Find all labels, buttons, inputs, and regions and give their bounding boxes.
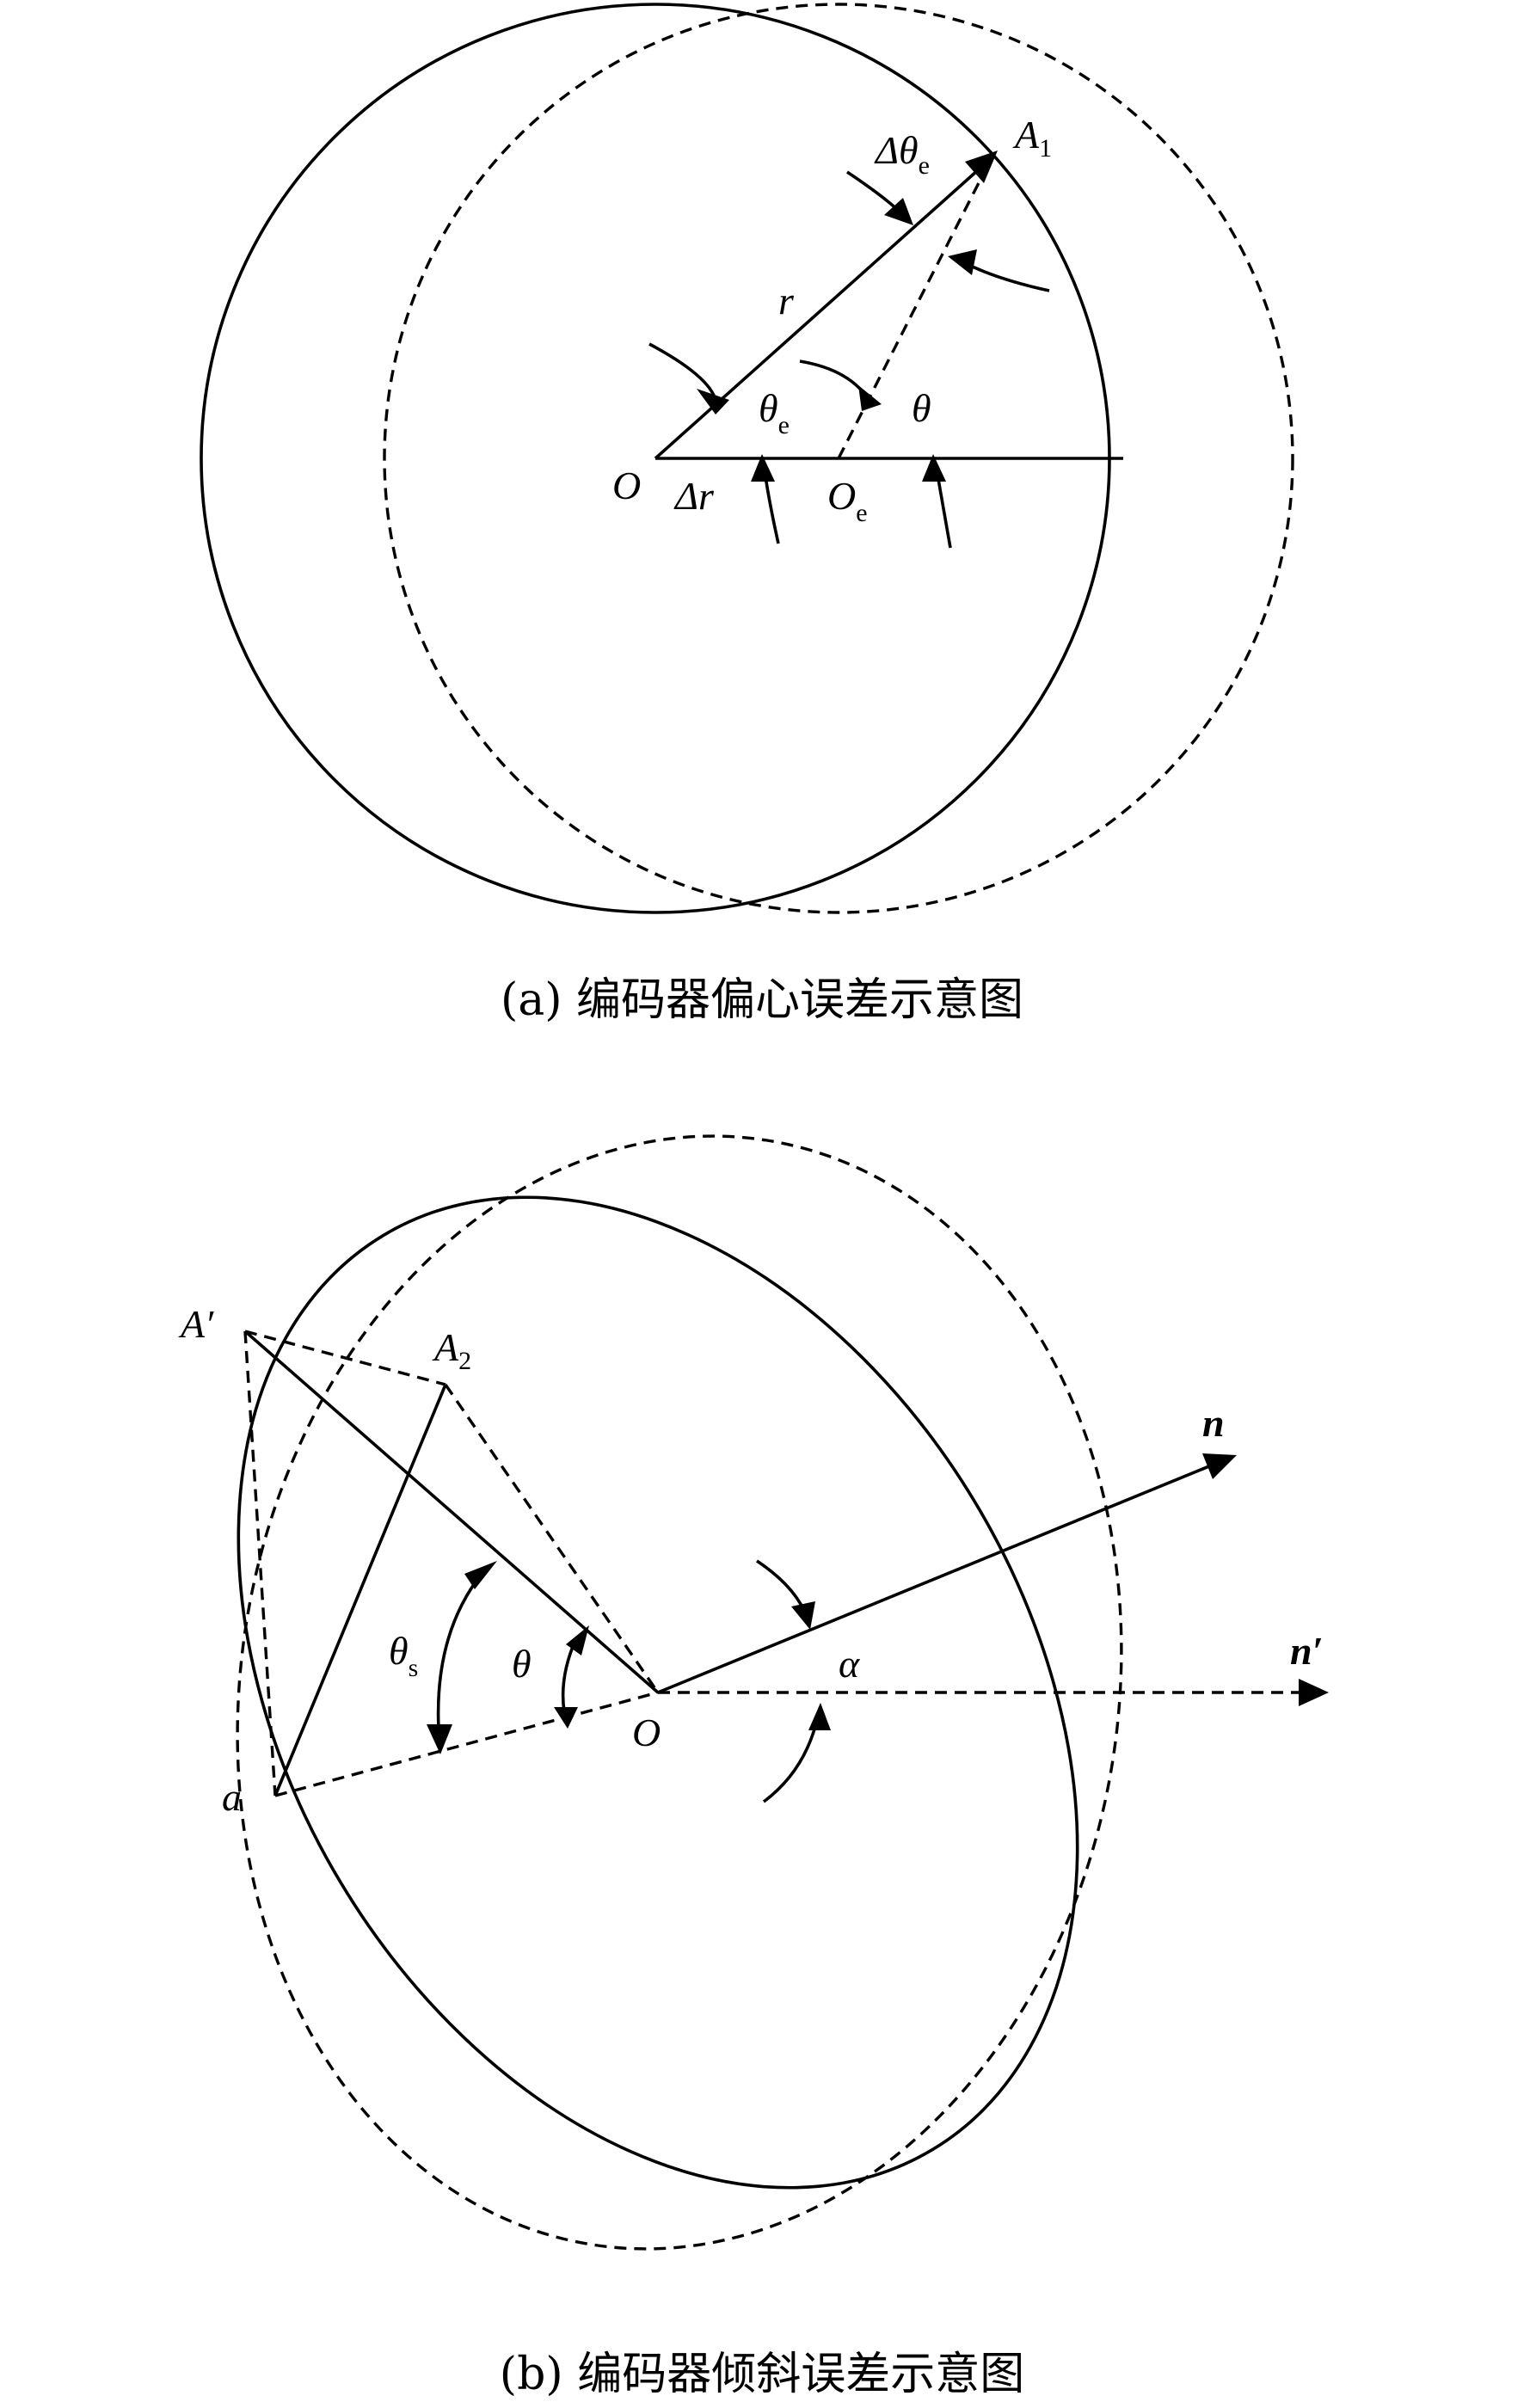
label-A2: A2 [432,1325,471,1375]
arc-alpha-lower-head [808,1703,831,1730]
line-A2-a [273,1384,447,1797]
arc-theta-s-head-top [464,1561,497,1589]
eccentric-radius-dashed [837,167,988,459]
label-a: a [222,1775,242,1819]
arc-dtheta-lower-head [948,249,977,275]
arc-delta-r-upper-head [697,389,729,415]
dashed-A2-O [444,1384,660,1693]
arc-theta-lower-head [922,454,946,482]
label-theta-b: θ [512,1642,532,1686]
arc-alpha-upper-head [791,1601,815,1630]
dashed-Aprime-A2 [244,1330,446,1386]
label-r: r [778,279,795,322]
figure-b-tilt: A′ A2 n n′ θs θ O α a (b) 编码器倾斜误差示意图 [178,1134,1329,2400]
label-n: n [1202,1401,1225,1445]
label-A-sub: 1 [1039,134,1052,163]
tilted-disk-ellipse [237,1195,1079,2190]
label-O-b: O [632,1711,661,1754]
arc-dtheta-lower [962,261,1050,292]
arc-theta-upper-head [858,385,882,411]
dashed-a-O [274,1691,659,1797]
radius-arrowhead [965,150,998,183]
arc-theta-head-top [566,1625,589,1656]
label-theta-s: θs [389,1629,418,1682]
normal-n-arrowhead [1202,1453,1237,1479]
label-A2-sub: 2 [458,1347,471,1375]
arc-theta-head-bottom [554,1707,578,1729]
original-dashed-ellipse [236,1134,1123,2251]
label-O: O [612,464,641,507]
figure-a-eccentricity: A1 Δθe r θe θ O Δr Oe (a) 编码器偏心误差示意图 [200,3,1294,1026]
label-delta-theta-e: Δθe [874,128,930,180]
label-alpha: α [839,1642,860,1686]
arc-theta-upper [799,359,872,403]
line-Aprime-O [243,1330,660,1694]
label-theta-s-sub: s [409,1654,419,1682]
caption-a: (a) 编码器偏心误差示意图 [501,974,1023,1026]
radius-line-r [654,168,980,460]
arc-alpha-lower [762,1719,819,1803]
caption-b: (b) 编码器倾斜误差示意图 [500,2349,1024,2400]
label-O-e: Oe [827,474,868,527]
label-O-e-sub: e [856,499,867,527]
label-theta: θ [912,386,931,430]
eccentric-dashed-circle [383,3,1294,914]
arc-dtheta-upper-head [884,198,913,225]
dashed-Aprime-a [243,1330,277,1797]
label-theta-e-sub: e [778,411,790,439]
label-theta-e: θe [759,386,790,439]
arc-theta-s-head-bottom [427,1724,452,1754]
label-delta-r: Δr [673,474,715,518]
n-prime-arrowhead [1299,1679,1329,1706]
arc-theta-s [436,1572,483,1729]
arc-delta-r-lower-head [751,454,775,482]
label-n-prime: n′ [1290,1629,1324,1673]
label-A-prime: A′ [178,1302,214,1346]
label-A: A1 [1012,113,1052,163]
normal-vector-n [657,1460,1220,1694]
label-delta-theta-e-sub: e [919,151,930,180]
